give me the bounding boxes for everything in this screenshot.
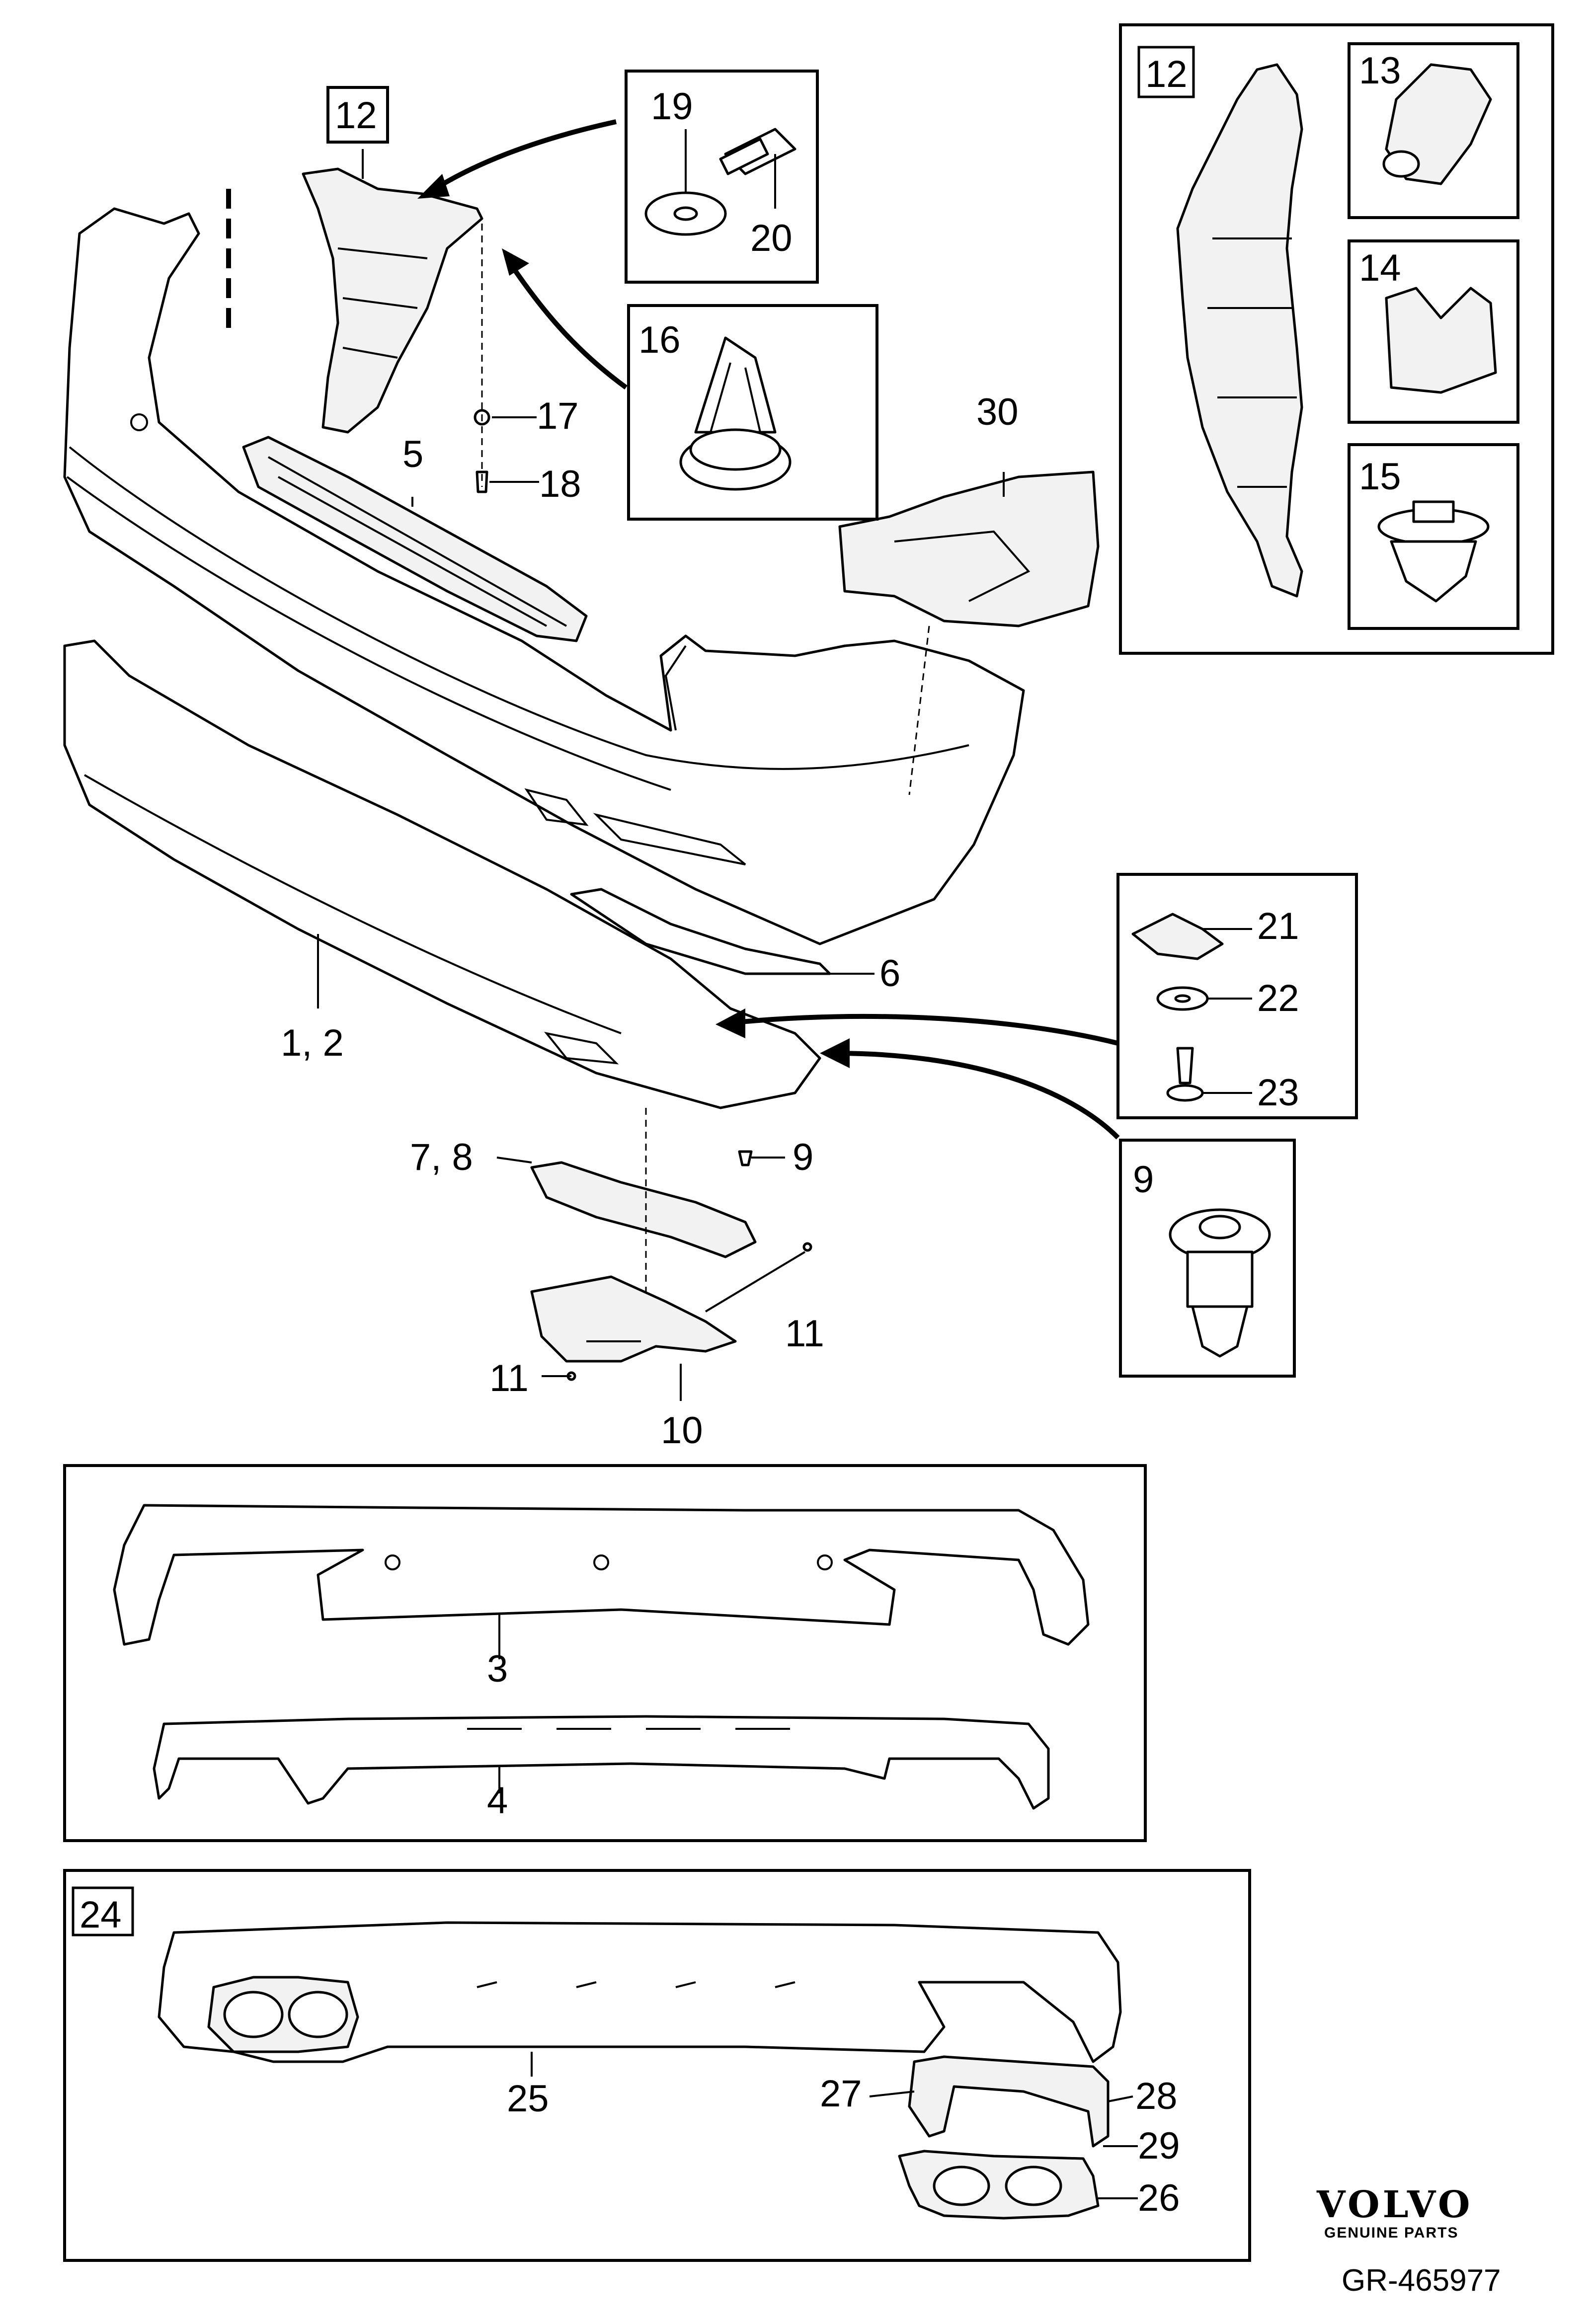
inset-panel-12-15 bbox=[1119, 23, 1554, 655]
label-17: 17 bbox=[537, 395, 579, 437]
label-28: 28 bbox=[1135, 2075, 1178, 2117]
label-5: 5 bbox=[402, 433, 423, 475]
label-1-2: 1, 2 bbox=[281, 1022, 344, 1064]
label-13: 13 bbox=[1359, 50, 1401, 92]
lower-diffuser-part-1-2 bbox=[63, 639, 821, 1109]
label-25: 25 bbox=[507, 2078, 549, 2120]
label-23: 23 bbox=[1257, 1072, 1299, 1114]
volvo-logo-text: VOLVO bbox=[1317, 2183, 1473, 2226]
label-21: 21 bbox=[1257, 905, 1299, 947]
bracket-part-12 bbox=[302, 167, 483, 434]
label-26: 26 bbox=[1138, 2177, 1180, 2219]
label-27: 27 bbox=[820, 2073, 862, 2115]
rear-bumper-cover bbox=[63, 207, 1025, 945]
label-6: 6 bbox=[879, 952, 900, 995]
label-16: 16 bbox=[638, 319, 681, 361]
inset-part-16 bbox=[627, 304, 878, 521]
label-12-main: 12 bbox=[335, 94, 377, 137]
tailpipe-finisher-part-10 bbox=[530, 1275, 737, 1363]
inset-part-21-23 bbox=[1116, 873, 1358, 1119]
inset-part-9 bbox=[1119, 1139, 1296, 1378]
label-22: 22 bbox=[1257, 977, 1299, 1019]
label-11-left: 11 bbox=[489, 1357, 529, 1399]
screw-part-18 bbox=[476, 470, 488, 493]
label-9-inset: 9 bbox=[1133, 1159, 1154, 1201]
label-24: 24 bbox=[80, 1894, 122, 1936]
label-19: 19 bbox=[651, 85, 693, 128]
label-30: 30 bbox=[976, 391, 1019, 433]
label-15: 15 bbox=[1359, 456, 1401, 498]
inset-part-19-20 bbox=[625, 70, 819, 284]
panel-part-24-29 bbox=[63, 1869, 1251, 2262]
label-20: 20 bbox=[750, 217, 793, 259]
bracket-part-30 bbox=[838, 470, 1100, 627]
label-12-panel: 12 bbox=[1145, 53, 1188, 95]
clip-part-11-right bbox=[802, 1242, 812, 1252]
document-id: GR-465977 bbox=[1342, 2263, 1501, 2298]
label-3: 3 bbox=[487, 1648, 508, 1690]
labels: 12 12 13 14 15 16 17 18 19 20 30 5 6 1, … bbox=[80, 50, 1401, 2219]
label-14: 14 bbox=[1359, 247, 1401, 289]
label-29: 29 bbox=[1138, 2125, 1180, 2167]
label-18: 18 bbox=[539, 463, 581, 505]
label-11-right: 11 bbox=[785, 1313, 824, 1355]
panel-part-3-4 bbox=[63, 1464, 1147, 1842]
bracket-part-7-8 bbox=[530, 1161, 757, 1258]
label-9-main: 9 bbox=[793, 1136, 813, 1178]
genuine-parts-text: GENUINE PARTS bbox=[1324, 2225, 1459, 2241]
trim-strip-part-6 bbox=[570, 888, 831, 975]
screw-part-9 bbox=[738, 1150, 753, 1166]
label-4: 4 bbox=[487, 1780, 508, 1822]
label-10: 10 bbox=[661, 1409, 703, 1452]
label-7-8: 7, 8 bbox=[410, 1136, 473, 1178]
grille-part-5 bbox=[242, 436, 588, 642]
